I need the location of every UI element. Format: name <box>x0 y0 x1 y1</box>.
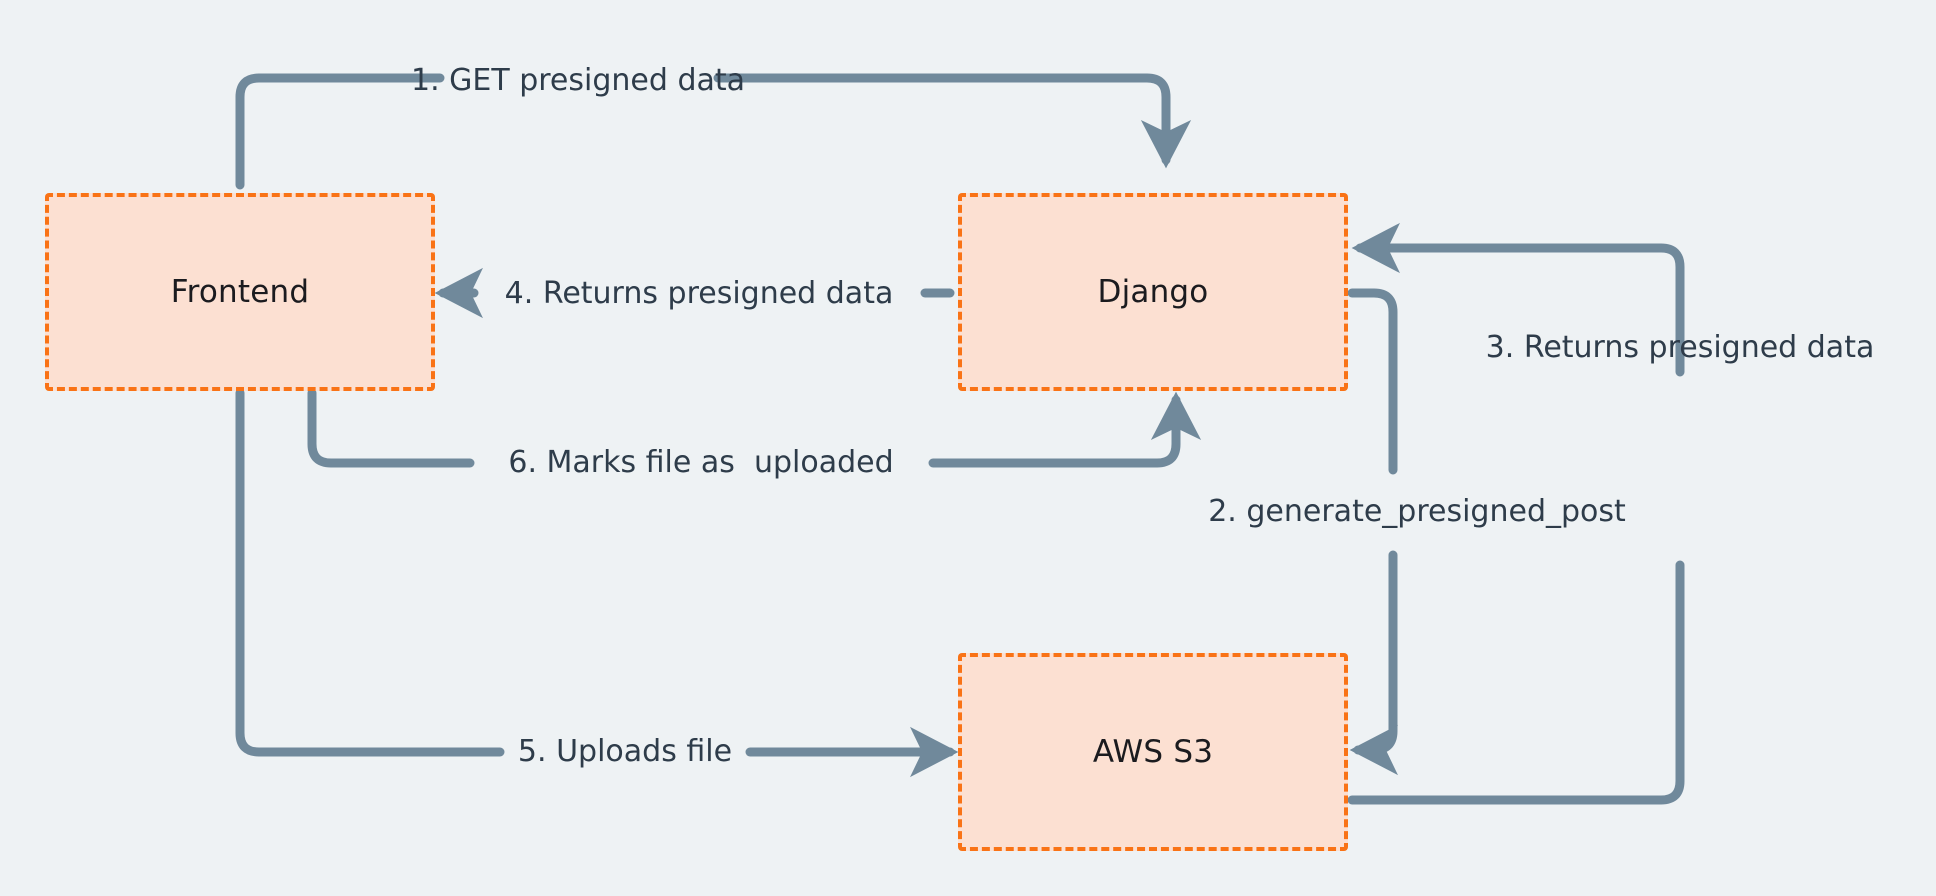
edge-2-path-b <box>1349 550 1398 776</box>
node-aws-s3[interactable]: AWS S3 <box>958 653 1348 851</box>
edge-2-label: 2. generate_presigned_post <box>1208 494 1626 529</box>
edge-6-label: 6. Marks file as uploaded <box>508 445 894 480</box>
edge-3-label: 3. Returns presigned data <box>1485 330 1875 365</box>
edge-2-path <box>1347 288 1398 475</box>
node-aws-s3-label: AWS S3 <box>1092 734 1214 770</box>
edge-3-path <box>1347 560 1685 805</box>
node-django-label: Django <box>1097 274 1209 310</box>
edge-1-path-b <box>713 73 1192 169</box>
edge-1-path <box>235 73 445 190</box>
node-django[interactable]: Django <box>958 193 1348 391</box>
node-frontend[interactable]: Frontend <box>45 193 435 391</box>
edge-5-path <box>235 388 505 757</box>
node-frontend-label: Frontend <box>170 274 310 310</box>
edge-6-path <box>307 388 475 468</box>
edge-4-label: 4. Returns presigned data <box>504 276 894 311</box>
edge-5-label: 5. Uploads file <box>517 734 733 769</box>
edge-3-path-b <box>1351 222 1685 377</box>
edge-1-label: 1. GET presigned data <box>410 63 746 98</box>
edge-6-path-b <box>928 391 1202 468</box>
